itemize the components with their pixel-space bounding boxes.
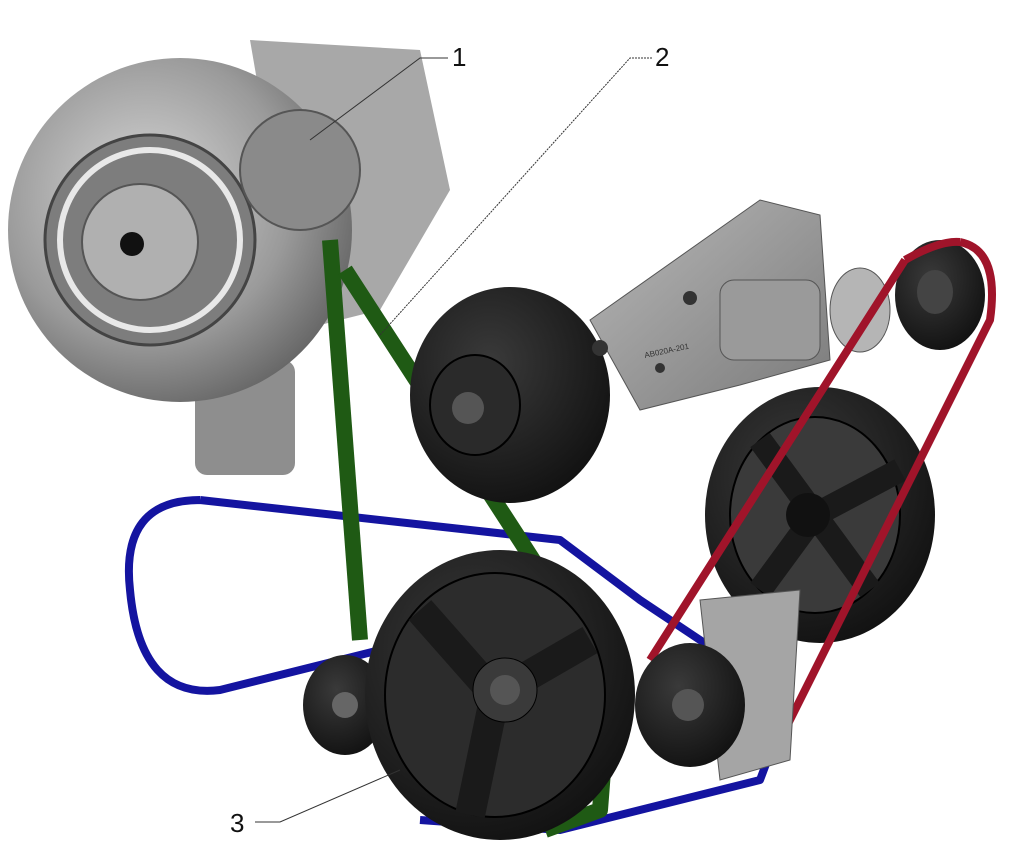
- turbo-pulley: [239, 109, 361, 231]
- idler-pulley: [410, 287, 610, 503]
- compressor-nut: [120, 232, 144, 256]
- tensioner-bracket: AB020A-201: [589, 199, 891, 411]
- callout-2: 2: [379, 42, 669, 336]
- callout-number-3: 3: [230, 808, 244, 838]
- callout-1: 1: [309, 42, 466, 141]
- callout-number-2: 2: [655, 42, 669, 72]
- turbocharger: [8, 40, 450, 475]
- accessory-belt-red: [646, 237, 996, 774]
- callout-3: 3: [230, 769, 401, 838]
- crankshaft-pulley: [365, 550, 635, 840]
- lower-idler-pulley: [635, 589, 801, 781]
- small-upper-pulley: [895, 240, 985, 350]
- callout-number-1: 1: [452, 42, 466, 72]
